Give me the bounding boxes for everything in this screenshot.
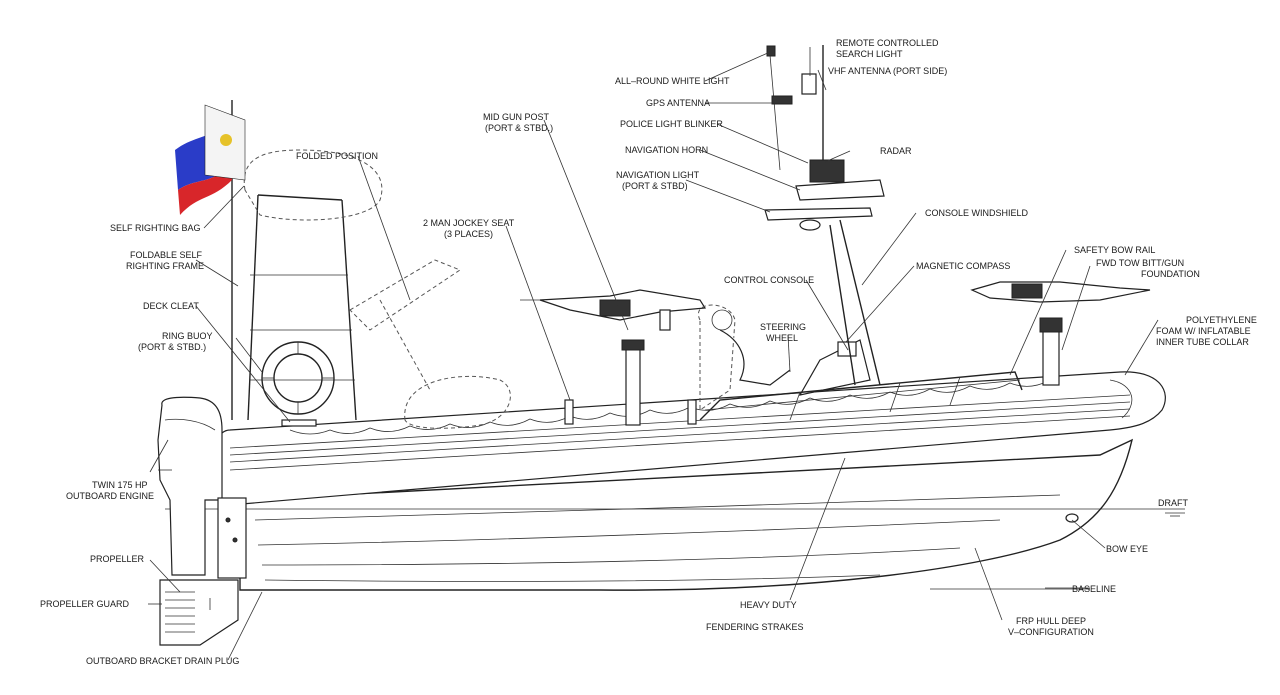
outboard-engine xyxy=(157,396,247,579)
hull xyxy=(239,438,1134,591)
label-baseline: BASELINE xyxy=(1072,584,1116,594)
ring-buoy xyxy=(261,341,335,415)
label-fwd-tow-bitt: FWD TOW BITT/GUN xyxy=(1096,258,1184,268)
label-console-windshield: CONSOLE WINDSHIELD xyxy=(925,208,1029,218)
philippine-flag xyxy=(175,104,246,215)
self-righting-frame xyxy=(231,100,357,421)
label-ring-buoy: RING BUOY xyxy=(162,331,213,341)
label-safety-bow-rail: SAFETY BOW RAIL xyxy=(1074,245,1155,255)
label-fwd-tow-bitt-2: FOUNDATION xyxy=(1141,269,1200,279)
label-folded-position: FOLDED POSITION xyxy=(296,151,378,161)
label-mid-gun-post: MID GUN POST xyxy=(483,112,550,122)
label-all-round-white-light: ALL–ROUND WHITE LIGHT xyxy=(615,76,730,86)
label-ring-buoy-2: (PORT & STBD.) xyxy=(138,342,206,352)
label-vhf-antenna: VHF ANTENNA (PORT SIDE) xyxy=(828,66,947,76)
labels: ALL–ROUND WHITE LIGHT REMOTE CONTROLLED … xyxy=(40,38,1257,666)
label-navigation-light-2: (PORT & STBD) xyxy=(622,181,688,191)
safety-bow-rail xyxy=(699,371,1023,421)
mid-gun-post xyxy=(520,289,707,426)
helmsman-figure xyxy=(697,304,791,411)
label-remote-search-light: REMOTE CONTROLLED xyxy=(836,38,939,48)
navigation-mast xyxy=(766,45,817,171)
label-jockey-seat: 2 MAN JOCKEY SEAT xyxy=(423,218,515,228)
label-navigation-light: NAVIGATION LIGHT xyxy=(616,170,700,180)
label-steering-wheel-2: WHEEL xyxy=(766,333,798,343)
label-propeller: PROPELLER xyxy=(90,554,145,564)
label-drain-plug: OUTBOARD BRACKET DRAIN PLUG xyxy=(86,656,239,666)
label-control-console: CONTROL CONSOLE xyxy=(724,275,814,285)
label-remote-search-light-2: SEARCH LIGHT xyxy=(836,49,903,59)
label-mid-gun-post-2: (PORT & STBD.) xyxy=(485,123,553,133)
label-bow-eye: BOW EYE xyxy=(1106,544,1148,554)
label-twin-engine-2: OUTBOARD ENGINE xyxy=(66,491,154,501)
label-steering-wheel: STEERING xyxy=(760,322,806,332)
label-jockey-seat-2: (3 PLACES) xyxy=(444,229,493,239)
label-police-light-blinker: POLICE LIGHT BLINKER xyxy=(620,119,723,129)
bow-eye xyxy=(1065,513,1079,523)
label-draft: DRAFT xyxy=(1158,498,1188,508)
label-radar: RADAR xyxy=(880,146,912,156)
collar xyxy=(210,371,1166,506)
label-fendering-2: FENDERING STRAKES xyxy=(706,622,804,632)
label-self-righting-bag: SELF RIGHTING BAG xyxy=(110,223,201,233)
label-deck-cleat: DECK CLEAT xyxy=(143,301,199,311)
label-hull: FRP HULL DEEP xyxy=(1016,616,1086,626)
label-fendering: HEAVY DUTY xyxy=(740,600,797,610)
t-top-mast xyxy=(764,159,885,386)
draft-line xyxy=(165,508,1185,517)
folded-position-outline xyxy=(243,149,511,429)
label-gps-antenna: GPS ANTENNA xyxy=(646,98,710,108)
label-foldable-frame: FOLDABLE SELF xyxy=(130,250,203,260)
fwd-tow-bitt xyxy=(970,281,1151,386)
label-magnetic-compass: MAGNETIC COMPASS xyxy=(916,261,1010,271)
deck-cleat xyxy=(281,419,317,427)
jockey-seat xyxy=(564,399,697,425)
label-collar: POLYETHYLENE xyxy=(1186,315,1257,325)
control-console xyxy=(798,339,871,396)
label-twin-engine: TWIN 175 HP xyxy=(92,480,148,490)
label-foldable-frame-2: RIGHTING FRAME xyxy=(126,261,204,271)
label-hull-2: V–CONFIGURATION xyxy=(1008,627,1094,637)
label-propeller-guard: PROPELLER GUARD xyxy=(40,599,130,609)
leader-lines xyxy=(148,47,1159,661)
propeller-guard xyxy=(159,579,239,646)
label-collar-3: INNER TUBE COLLAR xyxy=(1156,337,1249,347)
label-navigation-horn: NAVIGATION HORN xyxy=(625,145,708,155)
label-collar-2: FOAM W/ INFLATABLE xyxy=(1156,326,1251,336)
